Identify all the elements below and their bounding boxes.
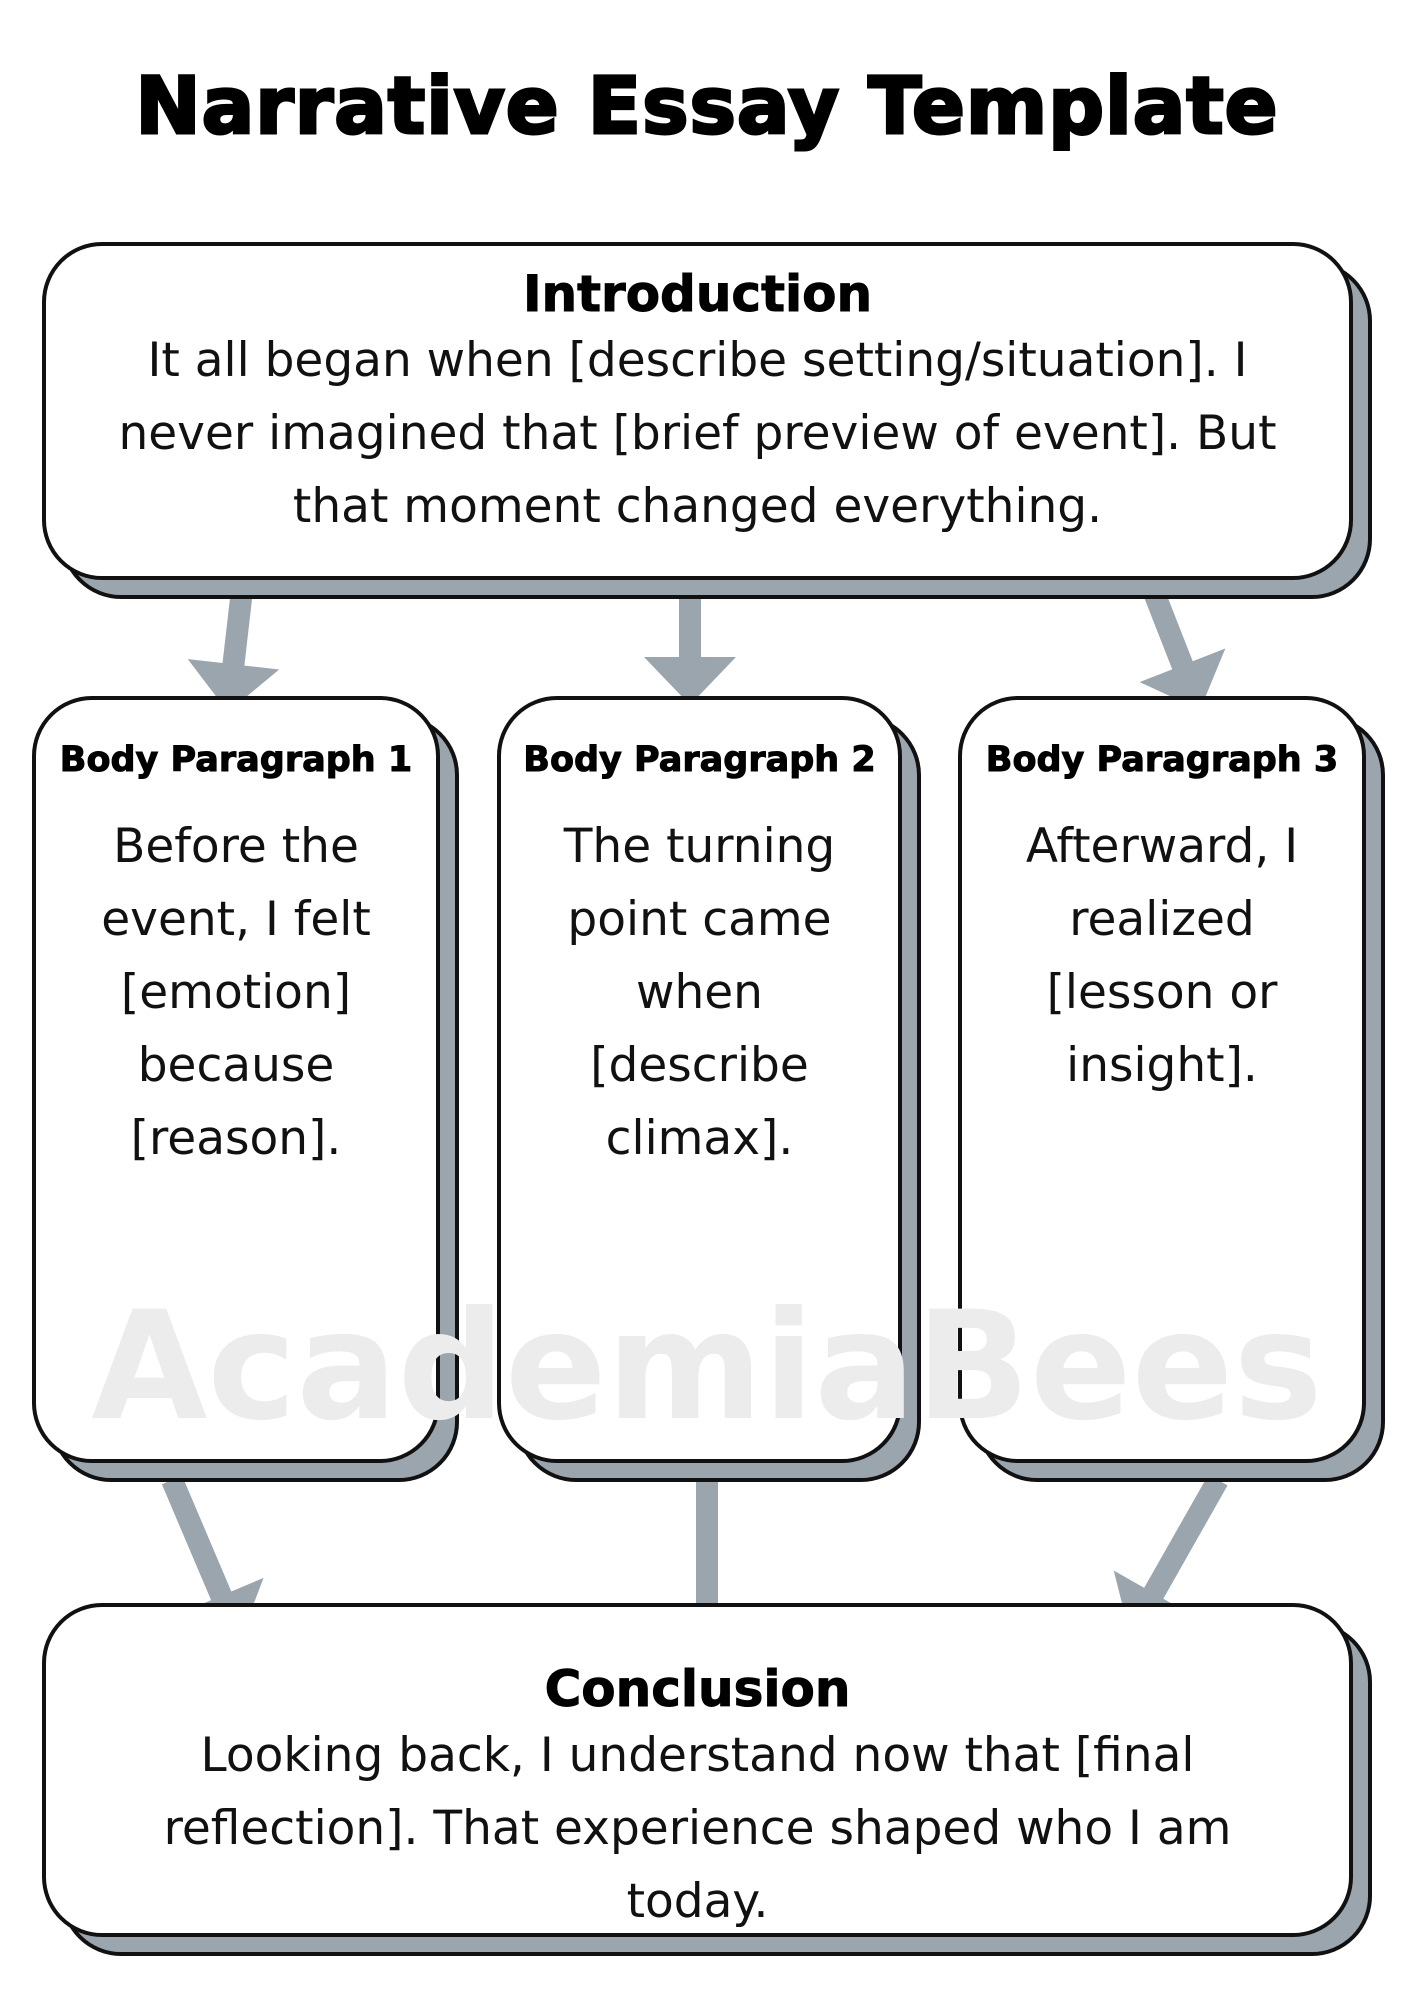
arrow-body-3-to-conclusion — [1113, 1474, 1228, 1635]
arrow-intro-to-body-3 — [1139, 585, 1226, 710]
introduction-heading: Introduction — [522, 265, 873, 324]
body-paragraph-2-box: Body Paragraph 2 The turning point came … — [497, 696, 921, 1482]
body-paragraph-2-heading: Body Paragraph 2 — [523, 740, 876, 781]
conclusion-heading: Conclusion — [544, 1660, 851, 1719]
introduction-box: Introduction It all began when [describe… — [42, 242, 1372, 599]
body-paragraph-2-card: Body Paragraph 2 The turning point came … — [497, 696, 902, 1463]
conclusion-text: Looking back, I understand now that [fin… — [163, 1728, 1232, 1929]
body-paragraph-3-box: Body Paragraph 3 Afterward, I realized [… — [958, 696, 1385, 1482]
body-paragraph-3-card: Body Paragraph 3 Afterward, I realized [… — [958, 696, 1366, 1463]
body-paragraph-1-text: Before the event, I felt [emotion] becau… — [101, 819, 371, 1166]
introduction-text: It all began when [describe setting/situ… — [118, 333, 1277, 534]
body-paragraph-1-box: Body Paragraph 1 Before the event, I fel… — [32, 696, 459, 1482]
page-title: Narrative Essay Template — [134, 61, 1279, 154]
body-paragraph-3-text: Afterward, I realized [lesson or insight… — [1025, 819, 1299, 1093]
arrow-intro-to-body-2 — [644, 590, 736, 705]
body-paragraph-2-text: The turning point came when [describe cl… — [563, 819, 836, 1166]
body-paragraph-1-card: Body Paragraph 1 Before the event, I fel… — [32, 696, 440, 1463]
body-paragraph-3-heading: Body Paragraph 3 — [985, 740, 1339, 781]
arrow-intro-to-body-1 — [187, 588, 280, 712]
conclusion-box: Conclusion Looking back, I understand no… — [42, 1603, 1372, 1956]
body-paragraph-1-heading: Body Paragraph 1 — [59, 740, 413, 781]
introduction-card: Introduction It all began when [describe… — [42, 242, 1353, 580]
conclusion-card: Conclusion Looking back, I understand no… — [42, 1603, 1353, 1937]
arrow-body-1-to-conclusion — [161, 1475, 264, 1640]
